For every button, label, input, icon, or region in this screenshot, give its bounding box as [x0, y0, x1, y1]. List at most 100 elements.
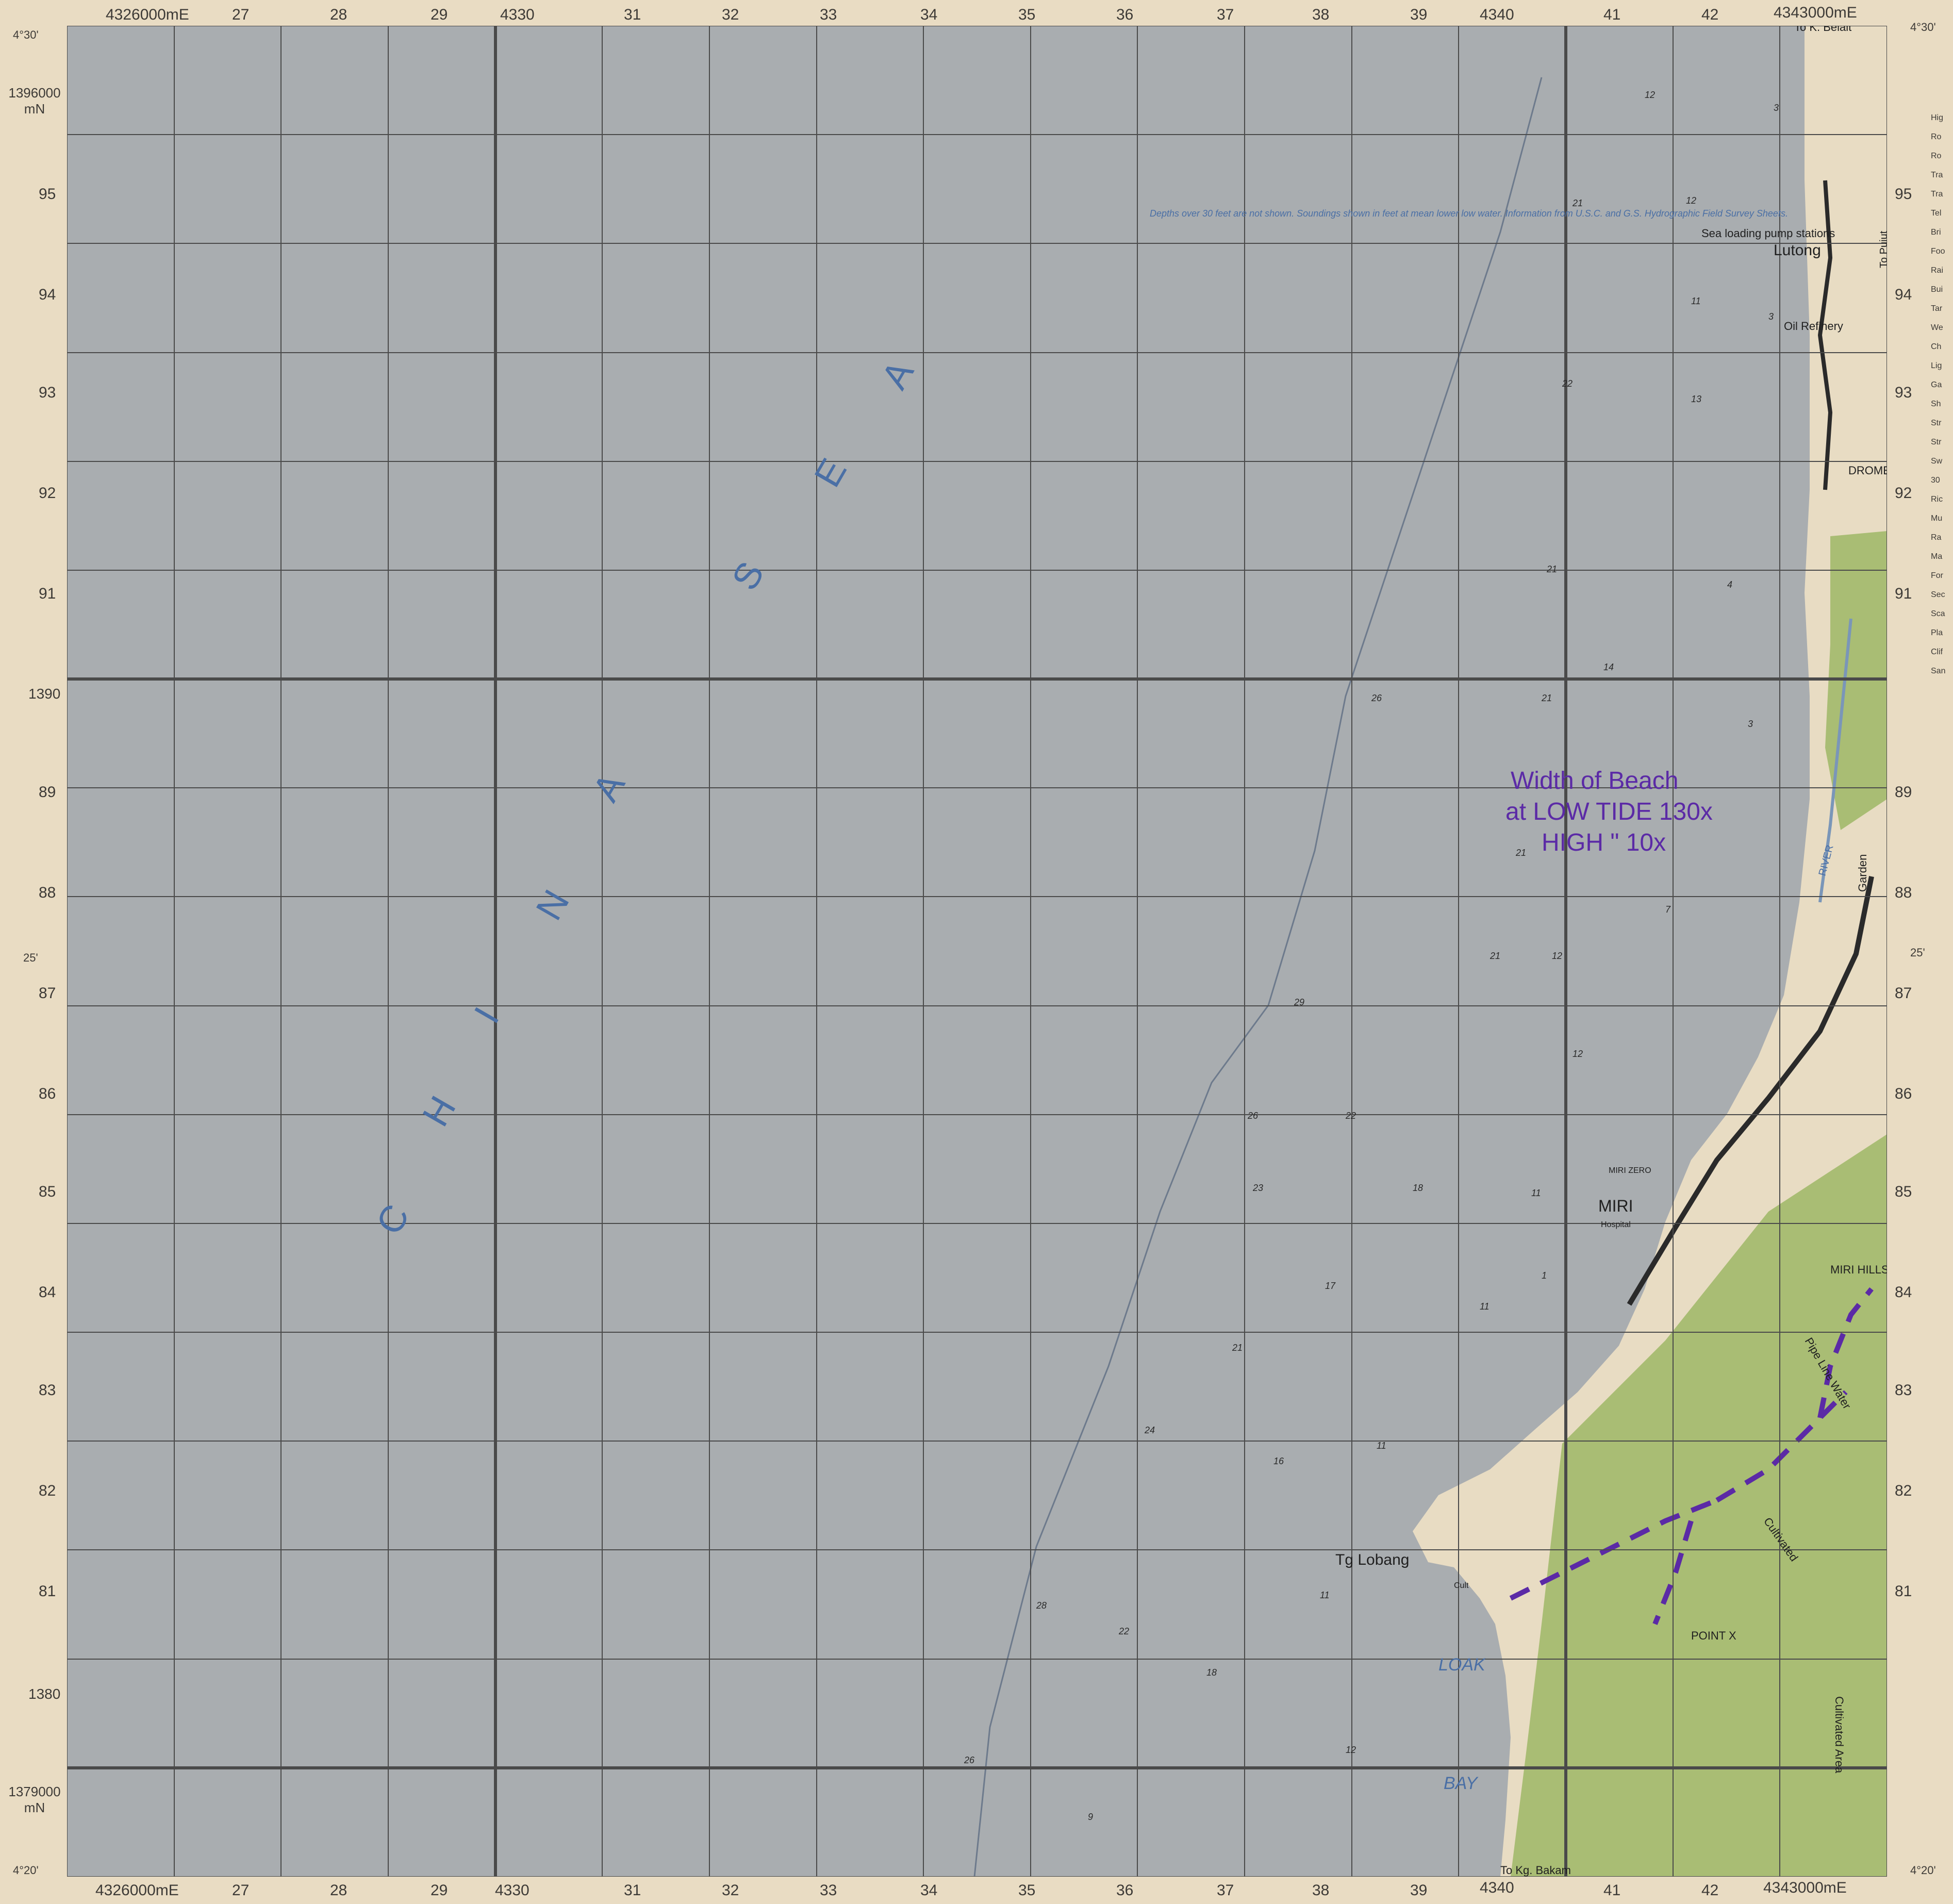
sounding-value: 11	[1377, 1441, 1386, 1451]
easting-tick-label-top: 41	[1603, 6, 1621, 23]
sounding-value: 12	[1686, 195, 1696, 206]
legend-entry: Pla	[1931, 628, 1943, 637]
sounding-value: 12	[1573, 1049, 1583, 1059]
legend-entry: Bui	[1931, 285, 1943, 294]
label-tg-lobang: Tg Lobang	[1335, 1551, 1409, 1568]
northing-tick-label-left: 84	[39, 1284, 56, 1301]
legend-entry: Rai	[1931, 266, 1944, 275]
northing-tick-label-right: 91	[1895, 585, 1912, 602]
sounding-value: 21	[1515, 848, 1526, 858]
legend-entry: Tel	[1931, 209, 1942, 218]
legend-entry: Tra	[1931, 171, 1943, 179]
northing-tick-label-left: 82	[39, 1482, 56, 1499]
northing-tick-label-right: 82	[1895, 1482, 1912, 1499]
northing-tick-label-right: 94	[1895, 286, 1912, 303]
sounding-value: 23	[1252, 1183, 1263, 1193]
sounding-value: 11	[1480, 1301, 1489, 1312]
northing-tick-label-right: 89	[1895, 784, 1912, 801]
northing-1380: 1380	[28, 1686, 61, 1702]
lutong-town	[1817, 180, 1833, 490]
sounding-value: 3	[1748, 719, 1753, 729]
sounding-value: 11	[1691, 296, 1701, 306]
northing-tick-label-right: 88	[1895, 884, 1912, 901]
latitude-top-left: 4°30'	[13, 28, 39, 41]
label-sea-loading: Sea loading pump stations	[1701, 227, 1835, 240]
sounding-value: 11	[1531, 1188, 1541, 1198]
legend-entry: Ma	[1931, 552, 1943, 561]
legend-entry: Ra	[1931, 533, 1942, 542]
legend-entry: Lig	[1931, 361, 1942, 370]
legend-entry: Sca	[1931, 609, 1945, 618]
northing-tick-label-left: 85	[39, 1183, 56, 1200]
easting-tick-label-bottom: 42	[1701, 1882, 1719, 1899]
sounding-value: 22	[1562, 378, 1573, 389]
label-oil-refinery: Oil Refinery	[1784, 320, 1843, 333]
sounding-value: 17	[1325, 1281, 1336, 1291]
northing-top: 1396000 mN	[8, 85, 61, 117]
legend-entry: 30	[1931, 476, 1940, 485]
easting-top-4340: 4340	[1480, 6, 1514, 23]
northing-tick-label-left: 86	[39, 1085, 56, 1102]
sounding-value: 26	[1247, 1111, 1259, 1121]
legend-entry: We	[1931, 323, 1943, 332]
easting-tick-label-top: 31	[624, 6, 641, 23]
easting-tick-label-bottom: 29	[431, 1882, 448, 1899]
legend-entry: Sec	[1931, 590, 1945, 599]
sounding-value: 1	[1542, 1270, 1547, 1281]
northing-tick-label-right: 81	[1895, 1583, 1912, 1600]
label-to-kg-bakam: To Kg. Bakam	[1500, 1864, 1571, 1877]
northing-tick-label-left: 87	[39, 985, 56, 1002]
label-garden: Garden	[1856, 854, 1869, 892]
legend-entry: Ro	[1931, 133, 1942, 141]
sounding-value: 14	[1603, 662, 1614, 672]
sounding-value: 18	[1413, 1183, 1423, 1193]
sounding-value: 3	[1774, 103, 1779, 113]
easting-tick-label-bottom: 28	[330, 1882, 347, 1899]
easting-tick-label-bottom: 38	[1312, 1882, 1330, 1899]
label-miri-zero: MIRI ZERO	[1609, 1166, 1651, 1175]
northing-tick-label-right: 85	[1895, 1183, 1912, 1200]
label-cultivated-area: Cultivated Area	[1833, 1696, 1846, 1774]
annotation-line1: Width of Beach	[1511, 767, 1679, 794]
latitude-bottom-left: 4°20'	[13, 1864, 39, 1877]
sounding-value: 22	[1345, 1111, 1356, 1121]
beach-width-annotation: Width of Beach at LOW TIDE 130x HIGH " 1…	[1505, 767, 1713, 856]
easting-tick-label-top: 35	[1018, 6, 1036, 23]
sounding-value: 12	[1645, 90, 1655, 100]
annotation-line2: at LOW TIDE 130x	[1505, 798, 1713, 825]
easting-tick-label-top: 36	[1116, 6, 1134, 23]
easting-tick-label-bottom: 33	[820, 1882, 837, 1899]
sounding-value: 7	[1665, 904, 1671, 915]
easting-tick-label-top: 32	[722, 6, 739, 23]
legend-entry: Tra	[1931, 190, 1943, 198]
sounding-value: 21	[1489, 951, 1500, 961]
northing-tick-label-right: 95	[1895, 186, 1912, 203]
northing-tick-label-left: 92	[39, 485, 56, 502]
label-miri: MIRI	[1598, 1197, 1633, 1215]
sounding-value: 12	[1552, 951, 1562, 961]
sounding-value: 21	[1572, 198, 1583, 208]
legend-entry: Bri	[1931, 228, 1941, 237]
label-cult: Cult	[1454, 1581, 1469, 1590]
easting-bottom-4340: 4340	[1480, 1879, 1514, 1896]
easting-tick-label-top: 37	[1217, 6, 1234, 23]
legend-entry: Ro	[1931, 152, 1942, 160]
sounding-value: 26	[1371, 693, 1382, 703]
northing-tick-label-right: 93	[1895, 384, 1912, 401]
legend-entry: Ga	[1931, 380, 1942, 389]
legend-entry: Ric	[1931, 495, 1943, 504]
sounding-value: 11	[1320, 1590, 1330, 1600]
label-loak: LOAK	[1438, 1655, 1486, 1675]
label-miri-hills: MIRI HILLS	[1830, 1263, 1887, 1276]
easting-top-start: 4326000mE	[106, 6, 189, 23]
northing-tick-label-left: 95	[39, 186, 56, 203]
label-bay: BAY	[1444, 1774, 1479, 1793]
legend-entry: San	[1931, 667, 1946, 675]
legend-entry: Str	[1931, 438, 1942, 446]
northing-tick-label-left: 81	[39, 1583, 56, 1600]
easting-tick-label-top: 38	[1312, 6, 1330, 23]
legend-entry: Tar	[1931, 304, 1943, 313]
